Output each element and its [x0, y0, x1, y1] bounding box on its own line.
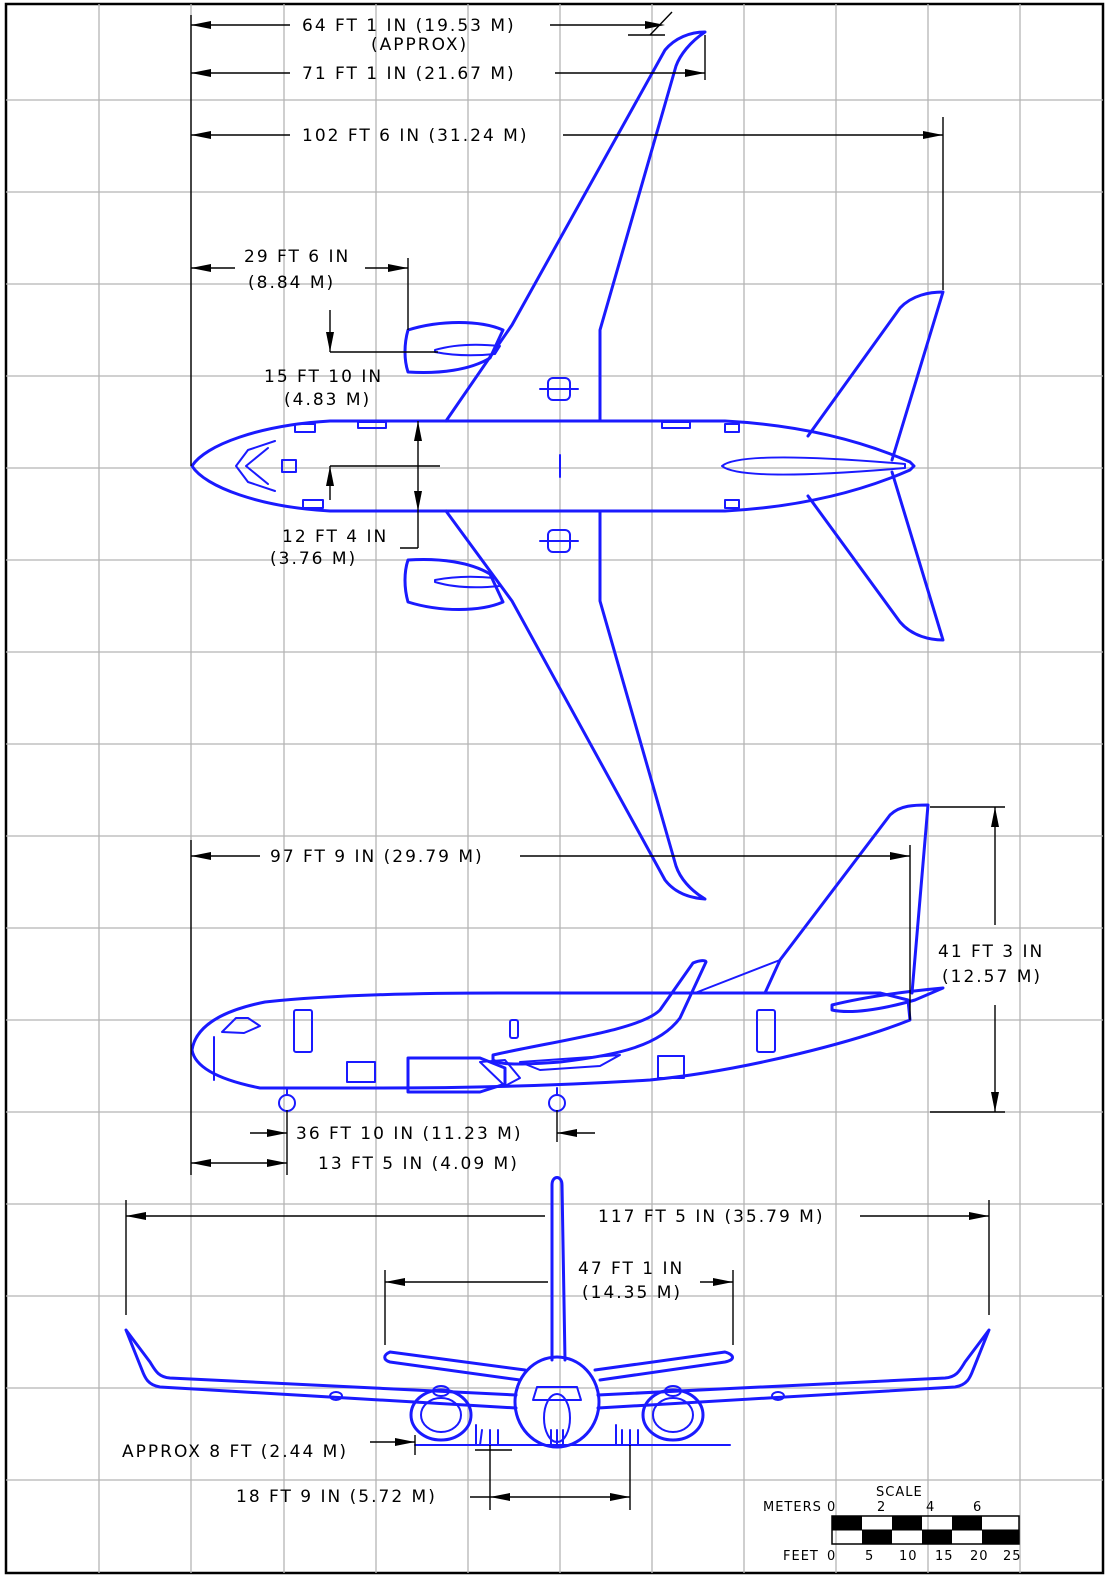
scale-feet-tick: 25: [1003, 1549, 1022, 1564]
top-view-engine-upper: [403, 321, 505, 374]
dim-wheelbase-label: 36 FT 10 IN (11.23 M): [296, 1124, 522, 1144]
scale-feet-tick: 20: [970, 1549, 989, 1564]
dim-height-label-1: 41 FT 3 IN: [938, 942, 1044, 962]
side-view-aircraft: [190, 803, 945, 1112]
side-view-nose-gear: [278, 1094, 296, 1112]
top-view-engine-lower: [403, 558, 505, 611]
dim-nose-gear-label: 13 FT 5 IN (4.09 M): [318, 1154, 519, 1174]
scale-feet-tick: 5: [865, 1549, 874, 1564]
dim-nose-engine-label-1: 29 FT 6 IN: [244, 247, 350, 267]
dim-engine-spacing-label-1: 15 FT 10 IN: [264, 367, 383, 387]
side-view-door: [756, 1009, 776, 1053]
top-view-dimensions: [190, 11, 944, 549]
top-view-door: [724, 499, 740, 509]
top-view-door: [357, 421, 387, 429]
dim-fuselage-width-label-1: 12 FT 4 IN: [282, 527, 388, 547]
side-view-dimensions: [190, 806, 1005, 1175]
dim-stab-span-label-1: 47 FT 1 IN: [578, 1259, 684, 1279]
dim-ground-clearance-label: APPROX 8 FT (2.44 M): [122, 1442, 348, 1462]
dim-track-label: 18 FT 9 IN (5.72 M): [236, 1487, 437, 1507]
top-view-nose-gear: [281, 459, 297, 473]
front-view-nose-gear: [545, 1429, 569, 1446]
scale-title: SCALE: [876, 1485, 923, 1500]
top-view-engine-lower-core: [434, 575, 501, 589]
side-view-engine: [406, 1056, 507, 1094]
scale-feet-tick: 15: [935, 1549, 954, 1564]
top-view-wing-upper: [444, 30, 707, 423]
side-view-vertical-tail: [763, 803, 930, 995]
dim-wing-tip-label: 71 FT 1 IN (21.67 M): [302, 64, 516, 84]
top-view-fuselage: [190, 419, 916, 513]
scale-feet-label: FEET: [783, 1549, 819, 1564]
front-view-main-gear-left: [473, 1424, 507, 1446]
side-view-flaps: [519, 1054, 621, 1071]
scale-meters-tick: 2: [877, 1500, 886, 1515]
front-view-engine-right: [641, 1388, 705, 1442]
top-view-tail-fin: [721, 456, 906, 476]
scale-meters-label: METERS: [763, 1500, 822, 1515]
top-view-labels: 64 FT 1 IN (19.53 M) (APPROX) 71 FT 1 IN…: [244, 16, 528, 569]
side-view-main-gear: [548, 1094, 566, 1112]
top-view-cockpit-window-inner: [245, 447, 269, 485]
top-view-engine-upper-core: [434, 343, 501, 357]
dim-tail-span-label: 64 FT 1 IN (19.53 M): [302, 16, 516, 36]
side-view-labels: 97 FT 9 IN (29.79 M) 41 FT 3 IN (12.57 M…: [270, 847, 1044, 1174]
top-view-cockpit-window: [235, 440, 276, 492]
dim-stab-span-label-2: (14.35 M): [582, 1283, 682, 1303]
background-grid: [6, 4, 1103, 1573]
top-view-door: [661, 421, 691, 429]
top-view-stabilizer-lower: [806, 470, 945, 642]
front-view-aircraft: [124, 1176, 991, 1449]
top-view-stabilizer-upper: [806, 290, 945, 462]
top-view-door: [724, 423, 740, 433]
dim-tail-span-note: (APPROX): [371, 35, 468, 55]
side-view-door: [293, 1009, 313, 1053]
side-view-cargo-door: [346, 1061, 376, 1083]
dim-height-label-2: (12.57 M): [942, 967, 1042, 987]
side-view-fuselage: [190, 991, 912, 1090]
scale-feet-tick: 10: [899, 1549, 918, 1564]
side-view-stabilizer: [830, 986, 945, 1013]
top-view-aircraft: [190, 30, 945, 901]
side-view-cargo-door: [657, 1055, 685, 1079]
top-view-door: [302, 499, 324, 509]
scale-meters-tick: 4: [926, 1500, 935, 1515]
front-view-vertical-tail: [550, 1176, 567, 1362]
dim-nose-engine-label-2: (8.84 M): [248, 273, 335, 293]
front-view-dimensions: [125, 1200, 990, 1510]
dim-engine-spacing-label-2: (4.83 M): [284, 390, 371, 410]
front-view-wing-left: [124, 1328, 518, 1410]
dim-fuselage-width-label-2: (3.76 M): [270, 549, 357, 569]
side-view-window: [509, 1019, 519, 1039]
dim-fuselage-length-label: 97 FT 9 IN (29.79 M): [270, 847, 484, 867]
scale-meters-tick: 0: [827, 1500, 836, 1515]
top-view-door: [294, 423, 316, 433]
side-view-cockpit-window: [221, 1017, 261, 1034]
front-view-wing-right: [596, 1328, 991, 1410]
front-view-stabilizer: [383, 1350, 734, 1382]
dim-wingspan-label: 117 FT 5 IN (35.79 M): [598, 1207, 824, 1227]
side-view-wing: [491, 959, 708, 1066]
front-view-engine-left: [409, 1388, 473, 1442]
drawing-frame: [4, 2, 1105, 1575]
top-view-wing-lower: [444, 509, 707, 901]
front-view-labels: 117 FT 5 IN (35.79 M) 47 FT 1 IN (14.35 …: [122, 1207, 824, 1507]
front-view-main-gear-right: [611, 1424, 645, 1446]
front-view-fuselage: [513, 1355, 601, 1449]
side-view-engine-pylon: [479, 1059, 521, 1087]
scale-bar: SCALE METERS 0 2 4 6 FEET 0 5 10 15 20 2…: [763, 1485, 1022, 1564]
dim-overall-length-label: 102 FT 6 IN (31.24 M): [302, 126, 528, 146]
scale-feet-tick: 0: [827, 1549, 836, 1564]
scale-meters-tick: 6: [973, 1500, 982, 1515]
